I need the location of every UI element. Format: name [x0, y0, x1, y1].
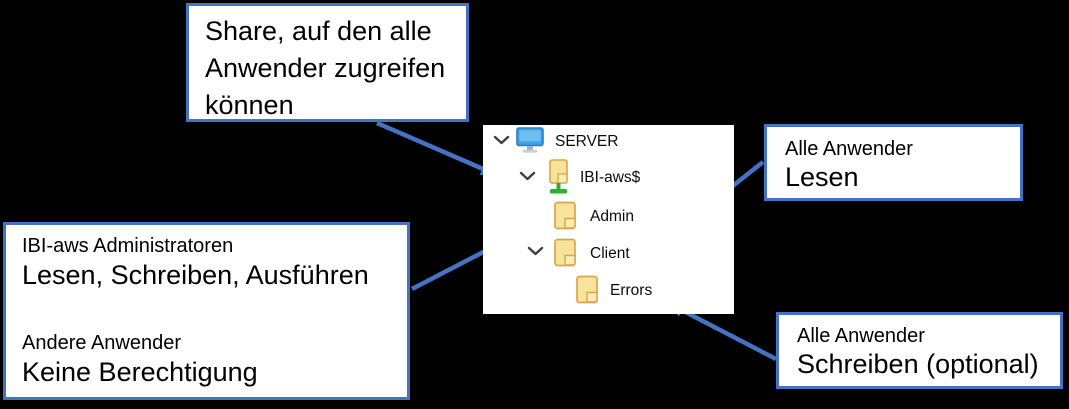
folder-icon	[554, 238, 576, 267]
folder-icon	[576, 275, 598, 304]
client-perms-title: Alle Anwender	[785, 138, 913, 160]
callout-admin-permissions: IBI-aws Administratoren Lesen, Schreiben…	[3, 222, 410, 400]
chevron-down-icon[interactable]	[493, 135, 510, 146]
callout-client-permissions: Alle Anwender Lesen	[764, 124, 1023, 201]
tree-label: Client	[590, 245, 630, 262]
folder-icon	[554, 201, 576, 230]
other-users-title: Andere Anwender	[22, 332, 182, 354]
chevron-down-icon[interactable]	[519, 171, 536, 182]
other-users-permissions: Keine Berechtigung	[22, 357, 258, 387]
shared-folder-icon	[549, 159, 568, 194]
tree-label: Admin	[590, 208, 634, 225]
folder-tree-panel: SERVER IBI-aws$ Admin	[483, 125, 734, 314]
arrow-share-to-ibiaws	[376, 120, 499, 178]
chevron-down-icon[interactable]	[527, 246, 544, 257]
admin-group-title: IBI-aws Administratoren	[22, 235, 234, 257]
callout-share-line2: Anwender zugreifen	[205, 53, 446, 83]
computer-icon	[516, 127, 544, 153]
callout-share-line1: Share, auf den alle	[205, 16, 432, 46]
errors-perms-value: Schreiben (optional)	[797, 349, 1039, 379]
errors-perms-title: Alle Anwender	[797, 325, 925, 347]
tree-label: SERVER	[555, 133, 619, 150]
tree-label: Errors	[610, 282, 653, 299]
callout-share-line3: können	[205, 90, 294, 120]
callout-share: Share, auf den alle Anwender zugreifen k…	[186, 3, 469, 122]
admin-group-permissions: Lesen, Schreiben, Ausführen	[22, 260, 369, 290]
callout-spacer	[22, 292, 407, 331]
client-perms-value: Lesen	[785, 162, 859, 192]
callout-errors-permissions: Alle Anwender Schreiben (optional)	[776, 312, 1063, 389]
tree-label: IBI-aws$	[580, 169, 641, 186]
